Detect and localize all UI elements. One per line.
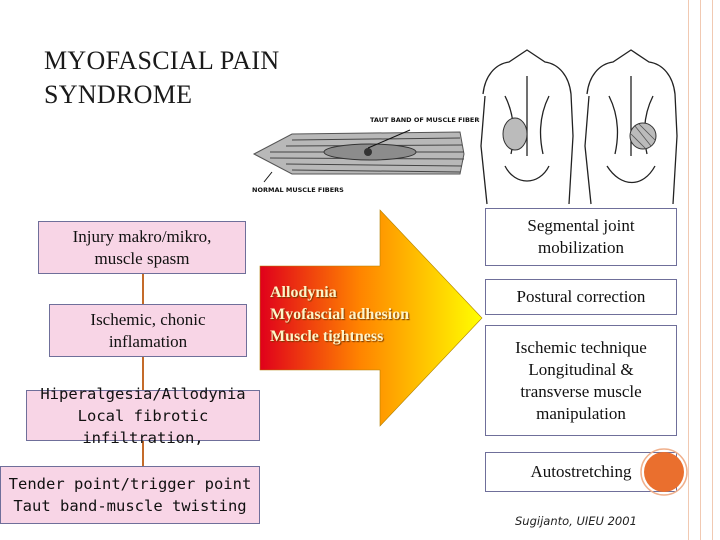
arrow-line-3: Muscle tightness <box>270 328 384 345</box>
cause-box-line: Injury makro/mikro, <box>72 226 212 246</box>
cause-box-hiperalgesia: Hiperalgesia/Allodynia Local fibrotic in… <box>26 385 260 447</box>
cause-box-line: muscle spasm <box>94 248 190 268</box>
credit: Sugijanto, UIEU 2001 <box>515 514 637 528</box>
cause-box-line: Taut band-muscle twisting <box>13 497 247 515</box>
cause-box-line: Tender point/trigger point <box>8 475 252 493</box>
decorative-line <box>712 0 713 540</box>
cause-box-line: Ischemic, chonic <box>90 309 206 329</box>
treatment-line: Longitudinal & <box>528 359 634 379</box>
cause-box-line: inflamation <box>108 331 188 351</box>
treatment-line: transverse muscle <box>520 381 642 401</box>
figure-label-trigger: TAUT BAND OF MUSCLE FIBERS WITH TRIGGER … <box>370 116 480 124</box>
cause-box-line: Hiperalgesia/Allodynia <box>40 384 246 403</box>
treatment-line: Postural correction <box>516 287 646 306</box>
page-title-line: MYOFASCIAL PAIN <box>44 46 280 75</box>
treatment-box-postural: Postural correction <box>485 279 677 315</box>
cause-box-ischemic: Ischemic, chonic inflamation <box>49 304 247 357</box>
chain-connector <box>142 274 144 304</box>
treatment-line: Autostretching <box>530 462 632 481</box>
chain-connector <box>142 357 144 390</box>
treatment-box-ischemic: Ischemic technique Longitudinal & transv… <box>485 325 677 436</box>
cause-box-injury: Injury makro/mikro, muscle spasm <box>38 221 246 274</box>
muscle-fibers-illustration: TAUT BAND OF MUSCLE FIBERS WITH TRIGGER … <box>252 116 480 194</box>
page-title: MYOFASCIAL PAIN SYNDROME <box>44 44 279 112</box>
decorative-circle <box>640 448 688 496</box>
flow-arrow <box>259 209 483 427</box>
decorative-line <box>688 0 689 540</box>
treatment-line: Ischemic technique <box>515 337 647 357</box>
decorative-line <box>700 0 701 540</box>
body-back-illustration <box>480 49 678 205</box>
figure-label-normal: NORMAL MUSCLE FIBERS <box>252 186 344 194</box>
arrow-line-1: Allodynia <box>270 284 337 301</box>
treatment-line: Segmental joint <box>527 216 635 235</box>
cause-box-tender-point: Tender point/trigger point Taut band-mus… <box>0 466 260 524</box>
treatment-box-mobilization: Segmental joint mobilization <box>485 208 677 266</box>
treatment-line: mobilization <box>538 238 624 257</box>
arrow-line-2: Myofascial adhesion <box>270 306 410 323</box>
chain-connector <box>142 441 144 466</box>
page-title-line: SYNDROME <box>44 80 193 109</box>
treatment-line: manipulation <box>536 403 626 423</box>
arrow-text: Allodynia Myofascial adhesion Muscle tig… <box>270 282 409 348</box>
cause-box-line: Local fibrotic infiltration, <box>77 406 209 447</box>
